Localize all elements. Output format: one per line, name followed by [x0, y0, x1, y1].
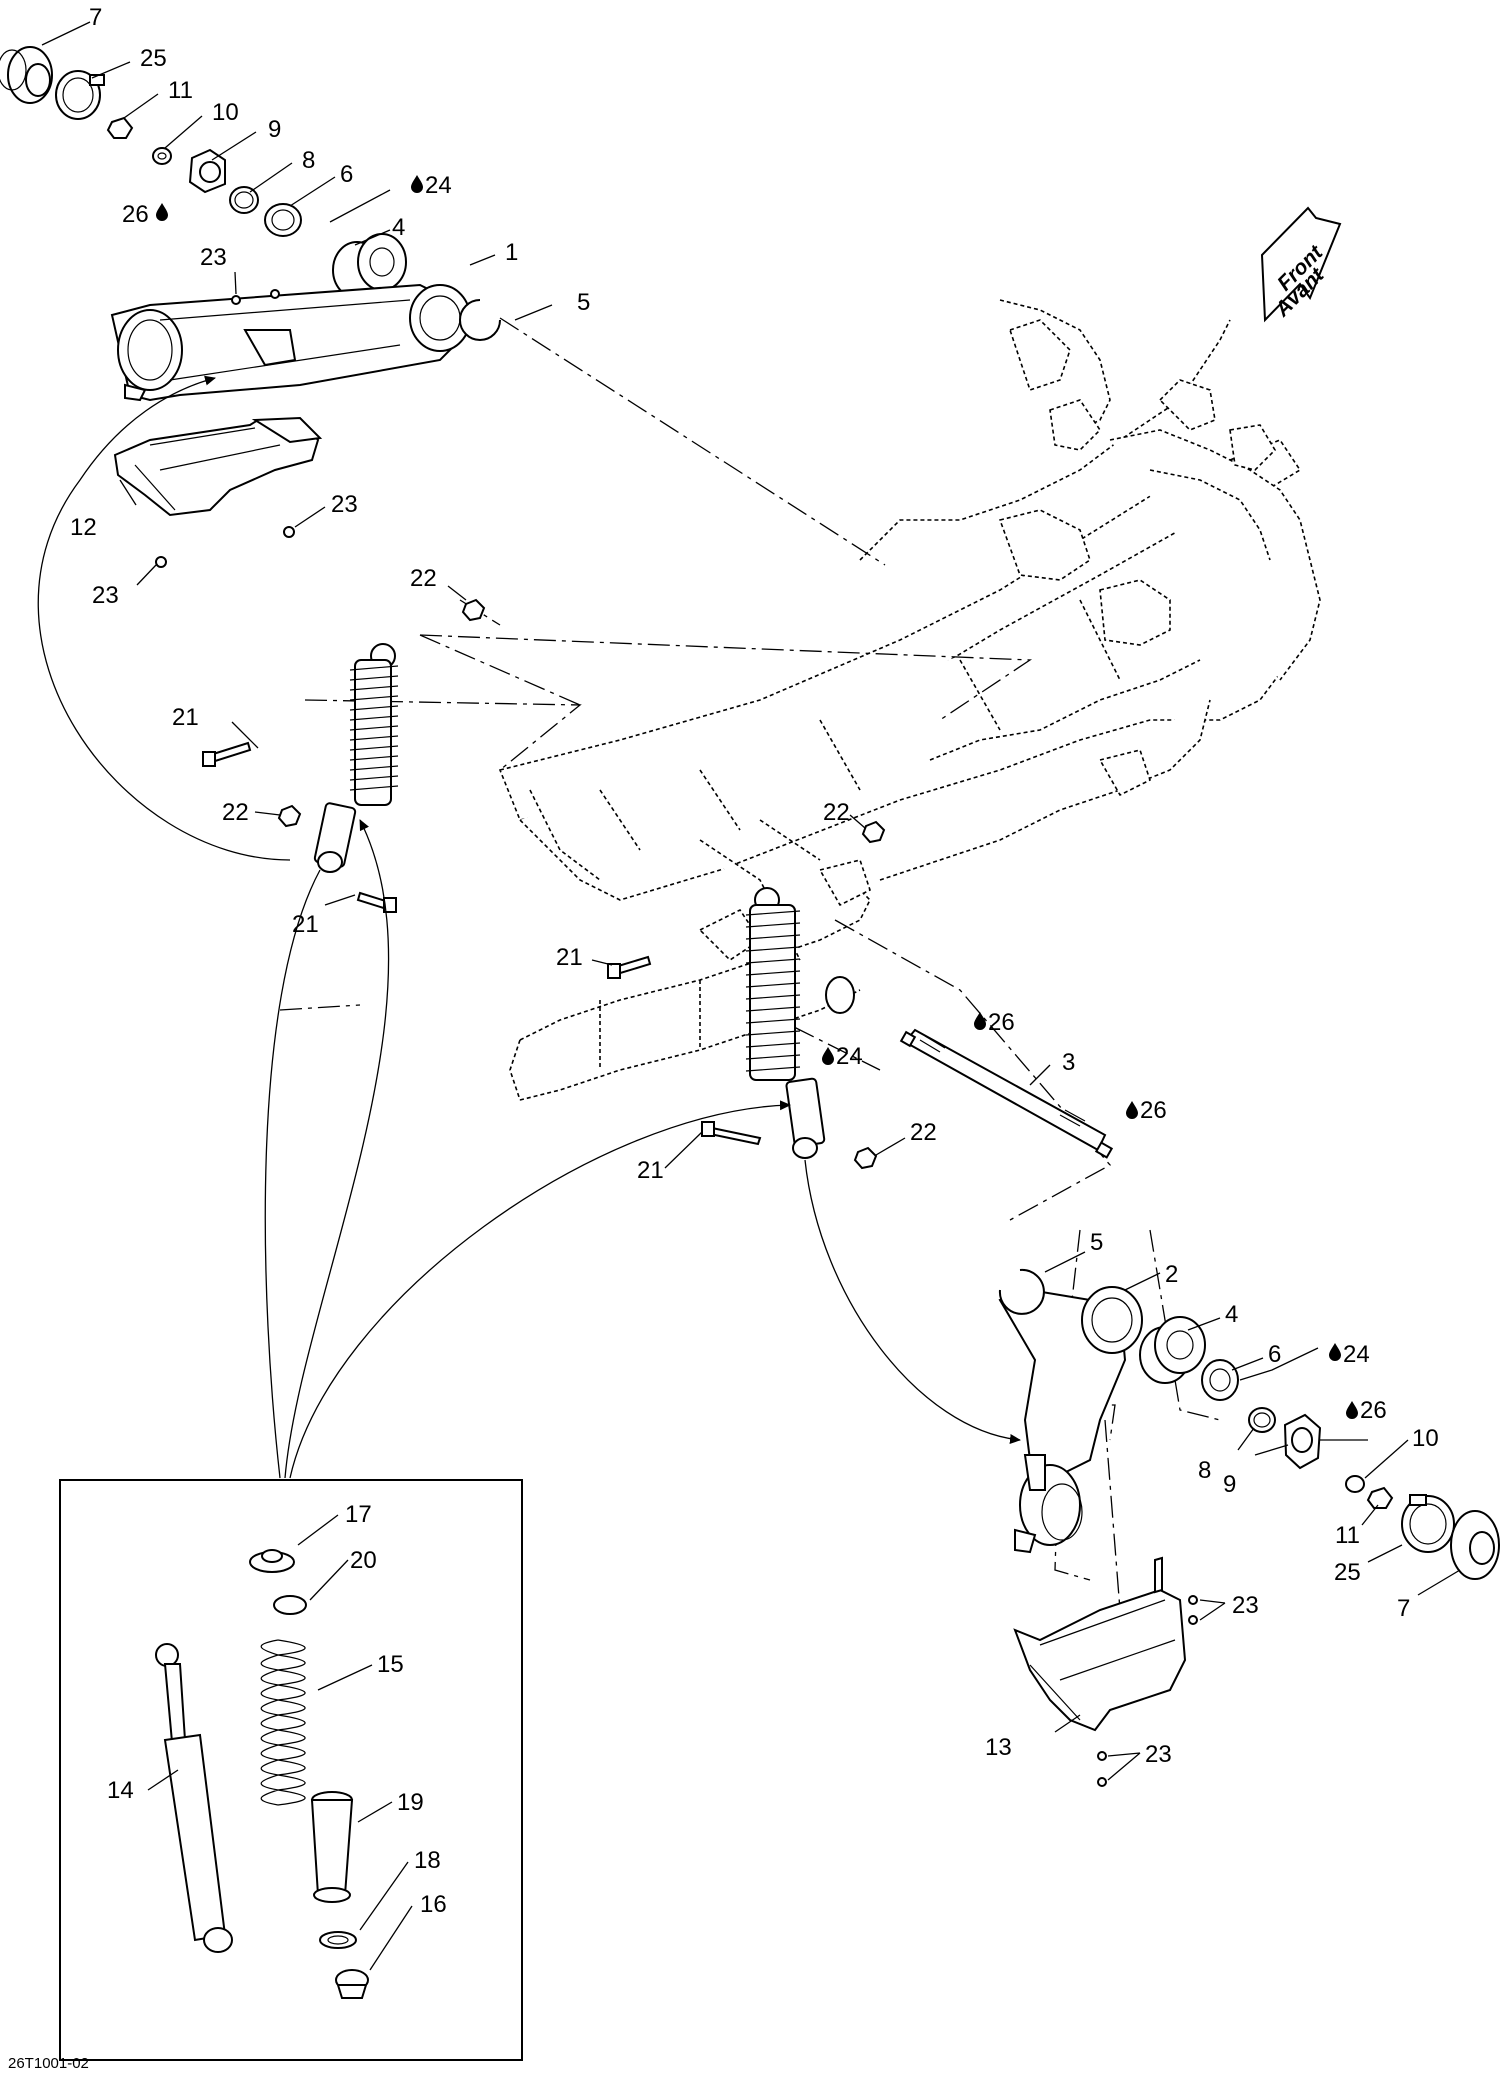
- callout-25: 25: [140, 45, 167, 72]
- callout-20: 20: [350, 1547, 377, 1574]
- swing-arm-left: [110, 283, 501, 402]
- left-hub-assembly: [0, 46, 407, 299]
- shock-detail-inset: [59, 1479, 523, 2061]
- shaft: [899, 1028, 1114, 1159]
- callout-8: 8: [1198, 1457, 1211, 1484]
- callout-21: 21: [292, 911, 319, 938]
- callout-23: 23: [200, 244, 227, 271]
- callout-11: 11: [1335, 1522, 1360, 1549]
- callout-14: 14: [107, 1777, 134, 1804]
- callout-24: 24: [836, 1043, 863, 1070]
- callout-6: 6: [340, 161, 353, 188]
- callout-9: 9: [268, 116, 281, 143]
- callout-labels: 7 25 11 10 9 8 6 24 26 4 23 1 5 23 12 23…: [70, 4, 1439, 1918]
- assembly-arrows: [37, 375, 1021, 1479]
- diagram-reference-code: 26T1001-02: [8, 2055, 89, 2072]
- callout-23: 23: [92, 582, 119, 609]
- callout-4: 4: [392, 214, 405, 241]
- callout-3: 3: [1062, 1049, 1075, 1076]
- callout-16: 16: [420, 1891, 447, 1918]
- callout-12: 12: [70, 514, 97, 541]
- oil-drop-icon: [411, 175, 423, 193]
- fasteners: [202, 598, 886, 1170]
- callout-9: 9: [1223, 1471, 1236, 1498]
- callout-6: 6: [1268, 1341, 1281, 1368]
- callout-19: 19: [397, 1789, 424, 1816]
- callout-leader-lines: [41, 21, 1461, 1971]
- callout-24: 24: [1343, 1341, 1370, 1368]
- callout-25: 25: [1334, 1559, 1361, 1586]
- callout-8: 8: [302, 147, 315, 174]
- callout-26: 26: [122, 201, 149, 228]
- shock-absorber-left: [313, 643, 399, 873]
- callout-21: 21: [556, 944, 583, 971]
- swing-arm-right: [998, 1268, 1500, 1580]
- callout-22: 22: [823, 799, 850, 826]
- shock-absorber-center: [745, 887, 855, 1159]
- callout-23: 23: [1145, 1741, 1172, 1768]
- callout-24: 24: [425, 172, 452, 199]
- callout-5: 5: [1090, 1229, 1103, 1256]
- callout-15: 15: [377, 1651, 404, 1678]
- oil-drop-icon: [1126, 1101, 1138, 1119]
- callout-21: 21: [172, 704, 199, 731]
- callout-1: 1: [505, 239, 518, 266]
- callout-23: 23: [331, 491, 358, 518]
- front-direction-arrow: Front Avant: [1260, 206, 1342, 323]
- callout-4: 4: [1225, 1301, 1238, 1328]
- callout-5: 5: [577, 289, 590, 316]
- vehicle-frame: [498, 299, 1321, 1101]
- callout-7: 7: [1397, 1595, 1410, 1622]
- callout-2: 2: [1165, 1261, 1178, 1288]
- callout-26: 26: [1360, 1397, 1387, 1424]
- skid-plate-left: [113, 289, 323, 568]
- callout-13: 13: [985, 1734, 1012, 1761]
- callout-21: 21: [637, 1157, 664, 1184]
- oil-drop-icon: [1346, 1401, 1358, 1419]
- skid-plate-right: [1013, 1556, 1198, 1787]
- oil-drop-icon: [974, 1012, 986, 1030]
- callout-26: 26: [1140, 1097, 1167, 1124]
- callout-7: 7: [89, 4, 102, 31]
- callout-10: 10: [212, 99, 239, 126]
- callout-11: 11: [168, 77, 193, 104]
- callout-22: 22: [222, 799, 249, 826]
- oil-drop-icon: [1329, 1343, 1341, 1361]
- oil-drop-icon: [156, 203, 168, 221]
- callout-26: 26: [988, 1009, 1015, 1036]
- callout-10: 10: [1412, 1425, 1439, 1452]
- callout-23: 23: [1232, 1592, 1259, 1619]
- callout-22: 22: [410, 565, 437, 592]
- oil-drop-icon: [822, 1047, 834, 1065]
- callout-17: 17: [345, 1501, 372, 1528]
- callout-22: 22: [910, 1119, 937, 1146]
- callout-18: 18: [414, 1847, 441, 1874]
